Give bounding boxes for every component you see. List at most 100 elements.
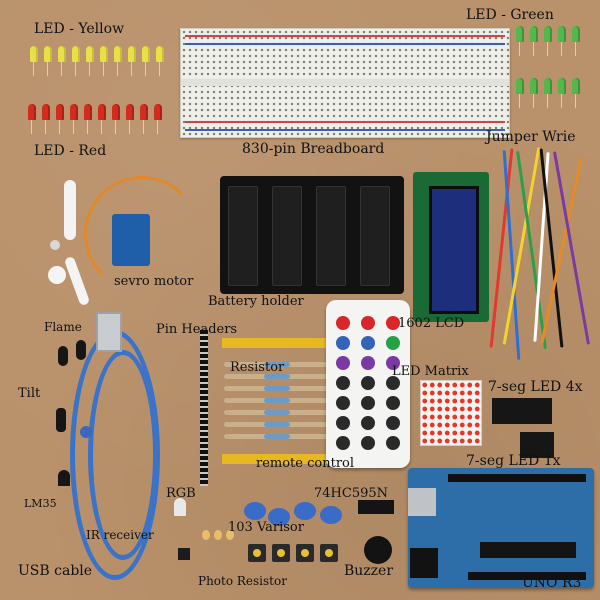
varistor [320,506,342,524]
green-led [558,26,566,56]
red-led [28,104,36,134]
red-led [42,104,50,134]
green-led [516,78,524,108]
yellow-led [114,46,122,76]
yellow-led [72,46,80,76]
resistor-strip [224,342,330,454]
remote-button-1 [336,396,350,410]
label-led-matrix: LED Matrix [392,364,469,379]
red-led [84,104,92,134]
label-buzzer: Buzzer [344,563,394,579]
yellow-led [58,46,66,76]
resistor [224,422,330,427]
remote-button-minus [336,356,350,370]
resistor-tape [222,454,330,464]
green-led [558,78,566,108]
label-servo-motor: sevro motor [114,274,194,289]
varistor [294,502,316,520]
remote-button-eq [386,356,400,370]
green-led [544,78,552,108]
remote-button-2 [361,396,375,410]
seven-seg-4x [492,398,552,424]
label-led-red: LED - Red [34,143,107,159]
remote-button-8 [361,436,375,450]
photo-resistor [202,530,210,540]
remote-button-ch [361,316,375,330]
remote-button-3 [386,396,400,410]
breadboard-rail-blue [185,43,505,45]
label-varistor: 103 Varisor [228,520,304,535]
tilt-sensor [56,408,66,432]
red-led [70,104,78,134]
remote-button-plus [361,356,375,370]
push-button [272,544,290,562]
battery-cell [360,186,390,286]
seven-seg-1x [520,432,554,458]
yellow-led [86,46,94,76]
screw [50,240,60,250]
green-led [544,26,552,56]
label-flame: Flame [44,320,82,334]
red-led [98,104,106,134]
label-74hc595: 74HC595N [314,486,389,501]
label-battery-holder: Battery holder [208,294,304,309]
uno-chip [480,542,576,558]
remote-button-100 [361,376,375,390]
push-button [296,544,314,562]
label-seg-1x: 7-seg LED 1x [466,453,561,469]
battery-holder [220,176,404,294]
label-uno: UNO R3 [522,575,582,591]
yellow-led [30,46,38,76]
red-led [56,104,64,134]
resistor-tape [222,338,330,348]
green-led [572,78,580,108]
yellow-led [156,46,164,76]
lm35-sensor [58,470,70,486]
breadboard-rail-red [185,121,505,123]
remote-button-6 [386,416,400,430]
ic-74hc595 [358,500,394,514]
breadboard-rail-red [185,35,505,37]
remote-button-7 [336,436,350,450]
remote-button-prev [336,336,350,350]
label-rgb: RGB [166,486,196,501]
label-photo-resistor: Photo Resistor [198,574,287,588]
resistor [224,386,330,391]
label-lm35: LM35 [24,497,57,510]
battery-cell [316,186,346,286]
label-usb-cable: USB cable [18,563,93,579]
uno-board [408,468,594,588]
label-led-green: LED - Green [466,7,554,23]
red-led [140,104,148,134]
label-lcd: 1602 LCD [398,316,465,331]
breadboard-center-gap [181,79,509,86]
servo-cable [84,176,200,292]
photo-resistor [214,530,222,540]
green-led [516,26,524,56]
pin-headers [200,330,208,486]
label-tilt: Tilt [18,386,41,401]
label-pin-headers: Pin Headers [156,322,238,337]
rgb-led [174,498,186,516]
breadboard-rail-blue [185,129,505,131]
resistor [224,434,330,439]
photo-resistor [226,530,234,540]
resistor [224,362,330,367]
servo-horn [63,255,91,307]
label-jumper-wire: Jumper Wrie [486,129,576,145]
flame-sensor [58,346,68,366]
uno-power-jack [410,548,438,578]
label-ir-receiver: IR receiver [86,528,154,542]
lcd-screen [429,186,479,314]
servo-horn [48,266,66,284]
servo-motor [112,214,150,266]
green-led [572,26,580,56]
flame-sensor [76,340,86,360]
remote-button-ch-plus [386,316,400,330]
red-led [112,104,120,134]
led-matrix [420,380,482,446]
resistor [224,410,330,415]
red-led [126,104,134,134]
lcd-module [413,172,489,322]
resistor [224,374,330,379]
